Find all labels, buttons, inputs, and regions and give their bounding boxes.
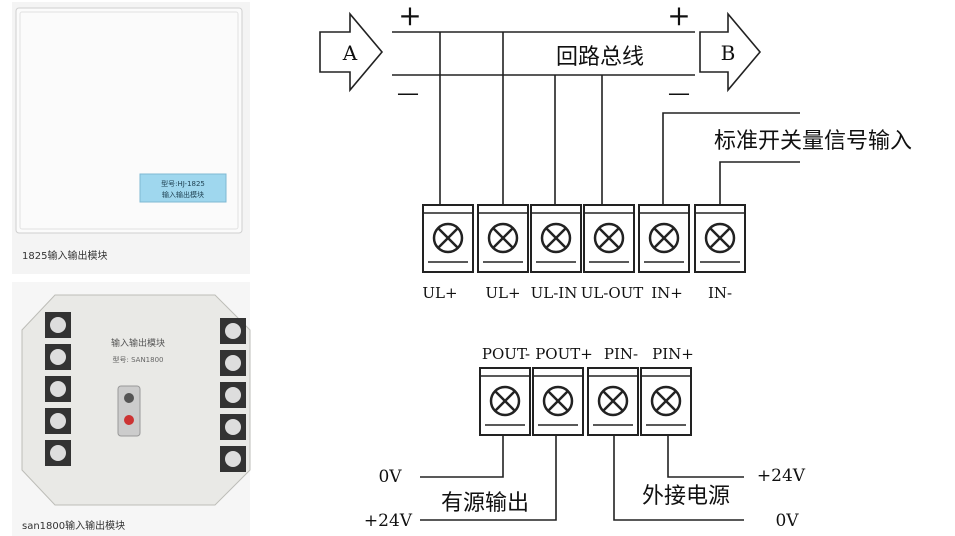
device-title: 输入输出模块: [111, 337, 165, 349]
arrow-a-label: A: [342, 41, 358, 65]
external-power-0v: 0V: [775, 511, 799, 531]
terminal-in-minus: [694, 204, 746, 273]
arrow-a-icon: [319, 11, 384, 93]
photo-caption-san1800: san1800输入输出模块: [22, 521, 126, 532]
bus-label: 回路总线: [556, 45, 644, 70]
active-output-0v: 0V: [378, 467, 402, 487]
terminal-ul-plus-2: [477, 204, 529, 273]
device-model: 型号: SAN1800: [113, 355, 164, 364]
switch-input-label: 标准开关量信号输入: [714, 129, 912, 154]
terminal-ul-in: [530, 204, 582, 273]
module-photo-1825: 型号:HJ-1825 输入输出模块: [12, 2, 250, 274]
bottom-terminal-block: [479, 367, 692, 436]
device-label-line-2: 输入输出模块: [162, 190, 204, 199]
external-power-24v: +24V: [757, 466, 806, 486]
top-terminal-block: [422, 204, 746, 273]
active-output-label: 有源输出: [441, 491, 529, 516]
terminal-pout-minus: [479, 367, 531, 436]
bus-drop-wires: [439, 32, 603, 205]
bus-plus-right: +: [667, 0, 690, 32]
bottom-terminal-labels: POUT- POUT+ PIN- PIN+: [482, 345, 694, 363]
active-output-24v: +24V: [364, 511, 413, 531]
bus-minus-right: —: [668, 81, 690, 106]
loop-bus: A B + — + — 回路总线: [319, 0, 762, 106]
photo-caption-1825: 1825输入输出模块: [22, 251, 108, 262]
arrow-b-label: B: [721, 41, 736, 65]
output-power-wires: [420, 435, 744, 521]
terminal-label: IN-: [708, 284, 732, 302]
terminal-label: UL+: [485, 284, 520, 302]
terminal-label: POUT-: [482, 345, 530, 363]
terminal-ul-plus-1: [422, 204, 474, 273]
terminal-label: UL-OUT: [581, 284, 644, 302]
terminal-label: IN+: [651, 284, 683, 302]
terminal-label: POUT+: [535, 345, 593, 363]
terminal-pin-minus: [587, 367, 639, 436]
module-photo-san1800: 输入输出模块 型号: SAN1800: [12, 282, 251, 536]
device-label-line-1: 型号:HJ-1825: [161, 179, 205, 188]
terminal-ul-out: [583, 204, 635, 273]
terminal-label: PIN-: [604, 345, 638, 363]
bus-minus-left: —: [397, 81, 419, 106]
top-terminal-labels: UL+ UL+ UL-IN UL-OUT IN+ IN-: [422, 284, 732, 302]
switch-input-wires: [662, 112, 800, 205]
terminal-label: UL+: [422, 284, 457, 302]
terminal-in-plus: [638, 204, 690, 273]
terminal-label: UL-IN: [531, 284, 578, 302]
terminal-label: PIN+: [652, 345, 694, 363]
terminal-pout-plus: [532, 367, 584, 436]
arrow-b-icon: [699, 11, 762, 93]
external-power-label: 外接电源: [642, 484, 730, 509]
bus-plus-left: +: [398, 0, 421, 32]
terminal-pin-plus: [640, 367, 692, 436]
